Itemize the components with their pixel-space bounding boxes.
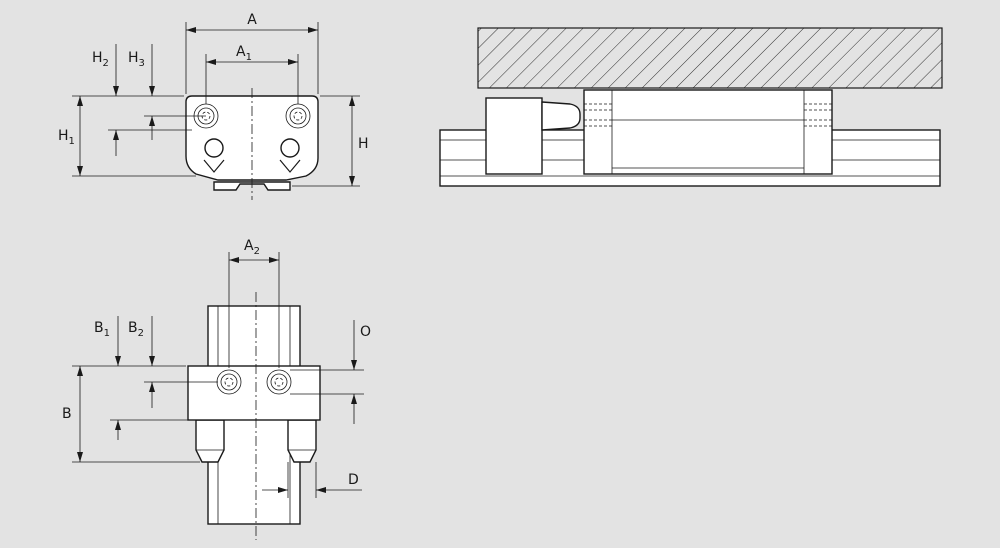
label-a2: A2 [244,238,260,257]
label-h1: H1 [58,128,75,147]
mounting-plate [477,27,943,89]
label-a: A [247,12,257,28]
front-view: A A1 H H1 H2 H3 [58,12,369,200]
top-carriage [187,365,321,421]
label-a1: A1 [236,44,252,63]
label-b: B [62,406,72,422]
stop-bumper [541,101,581,131]
label-d: D [348,472,359,488]
side-view [439,27,943,187]
rail-profile [213,181,291,191]
label-h2: H2 [92,50,109,69]
label-b1: B1 [94,320,110,339]
side-carriage [583,89,833,175]
label-h3: H3 [128,50,145,69]
top-hole-right [266,369,292,395]
top-view: A2 B B1 B2 O D [62,238,371,540]
label-h: H [358,136,369,152]
roller-left [204,138,224,158]
top-roller-right [287,419,317,463]
label-b2: B2 [128,320,144,339]
top-roller-left [195,419,225,463]
roller-right [280,138,300,158]
end-stop-block [485,97,543,175]
label-o: O [360,324,371,340]
